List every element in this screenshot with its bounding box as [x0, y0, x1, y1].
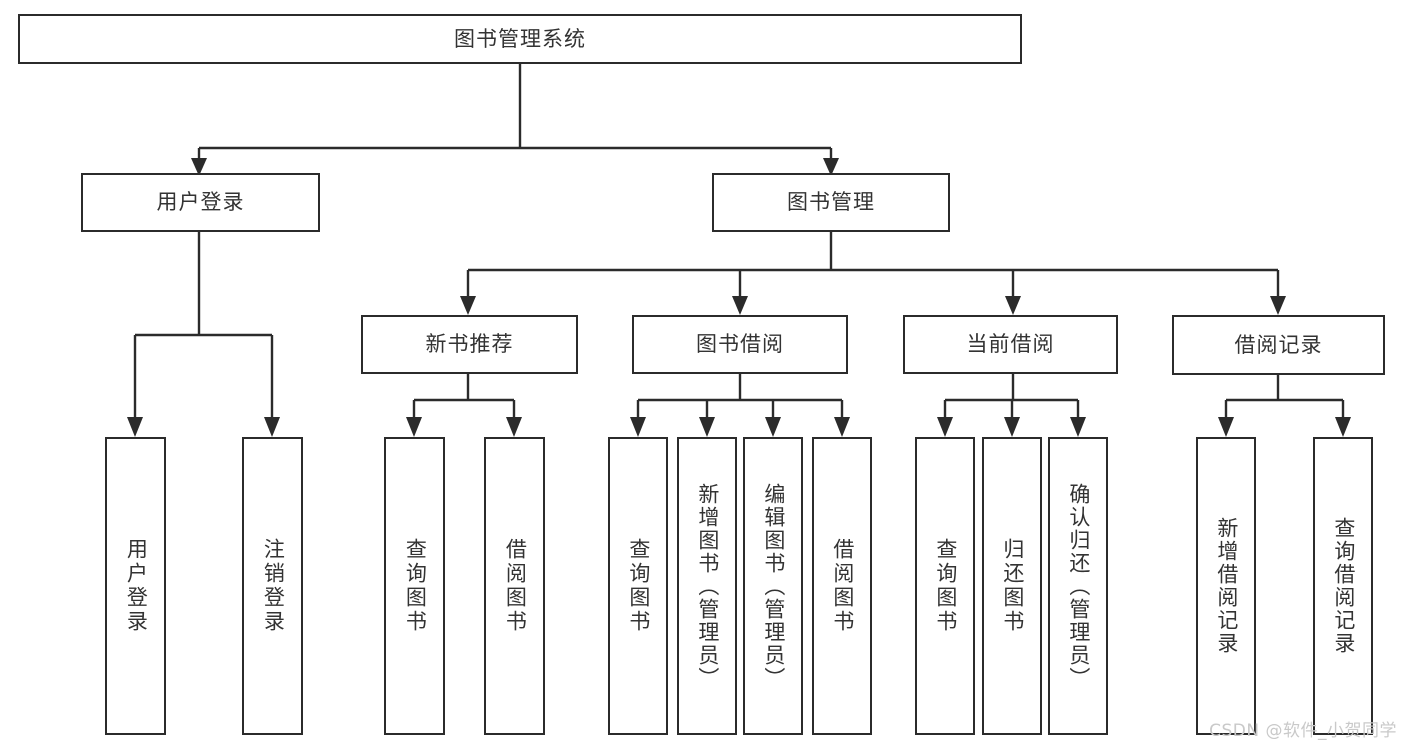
leaf-label: 归还图书	[1000, 538, 1025, 634]
node-new-book-recommend[interactable]: 新书推荐	[361, 315, 578, 374]
node-book-borrow[interactable]: 图书借阅	[632, 315, 848, 374]
leaf-label: 借阅图书	[830, 538, 855, 634]
leaf-record-add-record[interactable]: 新增借阅记录	[1196, 437, 1256, 735]
node-user-login[interactable]: 用户登录	[81, 173, 320, 232]
leaf-label: 编辑图书（管理员）	[761, 482, 786, 690]
node-current-borrow[interactable]: 当前借阅	[903, 315, 1118, 374]
node-root-system[interactable]: 图书管理系统	[18, 14, 1022, 64]
leaf-current-return-book[interactable]: 归还图书	[982, 437, 1042, 735]
leaf-current-confirm-return-admin[interactable]: 确认归还（管理员）	[1048, 437, 1108, 735]
csdn-watermark: CSDN @软件_小贺同学	[1209, 721, 1397, 741]
node-label: 图书管理系统	[454, 26, 586, 51]
leaf-borrow-query-book[interactable]: 查询图书	[608, 437, 668, 735]
leaf-borrow-add-book-admin[interactable]: 新增图书（管理员）	[677, 437, 737, 735]
leaf-label: 注销登录	[261, 538, 286, 634]
leaf-label: 用户登录	[124, 538, 149, 634]
leaf-record-query-record[interactable]: 查询借阅记录	[1313, 437, 1373, 735]
leaf-label: 新增图书（管理员）	[695, 482, 720, 690]
node-label: 图书管理	[787, 190, 875, 215]
leaf-label: 新增借阅记录	[1214, 517, 1239, 655]
node-borrow-record[interactable]: 借阅记录	[1172, 315, 1385, 375]
leaf-label: 查询图书	[626, 538, 651, 634]
leaf-borrow-borrow-book[interactable]: 借阅图书	[812, 437, 872, 735]
node-label: 借阅记录	[1234, 332, 1323, 357]
node-label: 用户登录	[156, 190, 245, 215]
leaf-label: 查询借阅记录	[1331, 517, 1356, 655]
node-label: 当前借阅	[966, 332, 1055, 357]
leaf-label: 查询图书	[933, 538, 958, 634]
leaf-borrow-edit-book-admin[interactable]: 编辑图书（管理员）	[743, 437, 803, 735]
leaf-label: 查询图书	[403, 538, 428, 634]
leaf-user-login-login[interactable]: 用户登录	[105, 437, 166, 735]
node-book-management[interactable]: 图书管理	[712, 173, 950, 232]
node-label: 图书借阅	[696, 332, 784, 357]
leaf-recommend-borrow-book[interactable]: 借阅图书	[484, 437, 545, 735]
leaf-user-login-logout[interactable]: 注销登录	[242, 437, 303, 735]
leaf-label: 借阅图书	[503, 538, 528, 634]
node-label: 新书推荐	[425, 332, 514, 357]
leaf-label: 确认归还（管理员）	[1066, 482, 1091, 690]
leaf-recommend-query-book[interactable]: 查询图书	[384, 437, 445, 735]
leaf-current-query-book[interactable]: 查询图书	[915, 437, 975, 735]
